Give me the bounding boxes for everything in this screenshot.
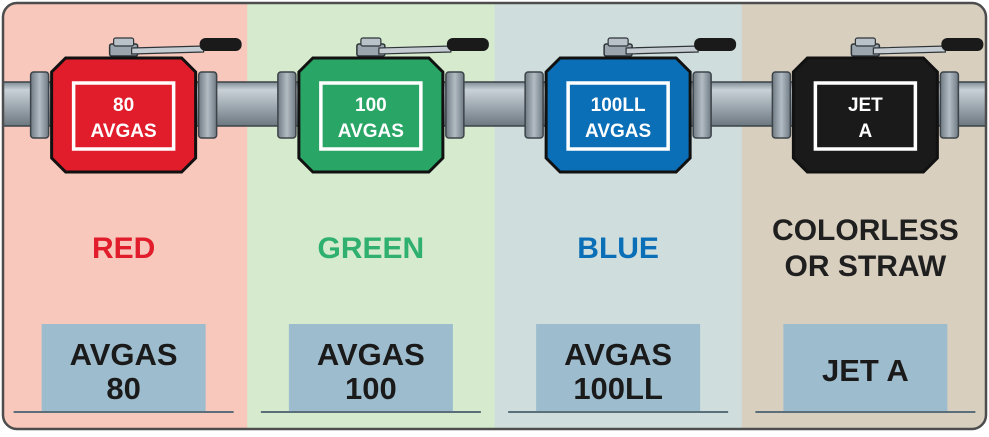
pipe-flange <box>29 71 50 139</box>
pipe-flange <box>692 71 712 139</box>
valve-handle-bar <box>131 45 205 55</box>
valve-label-plate <box>813 81 918 151</box>
pipe-flange <box>771 71 792 139</box>
valve-label-line2: A <box>859 121 873 142</box>
fuel-grade-label: JET A <box>822 353 909 388</box>
fuel-grade-label: 100LL <box>573 371 663 406</box>
valve-label-line1: JET <box>848 95 883 116</box>
pipe-flange <box>939 71 960 139</box>
fuel-color-name: RED <box>92 232 155 265</box>
valve-label-line1: 100 <box>355 95 387 116</box>
fuel-color-name: OR STRAW <box>785 250 947 283</box>
fuel-grade-box <box>536 324 701 412</box>
valve-handle-grip <box>446 38 489 51</box>
fuel-color-name: GREEN <box>318 232 425 265</box>
pipe-flange <box>197 71 218 139</box>
pipe-flange <box>524 71 544 139</box>
valve-nut <box>360 37 382 47</box>
valve-label-line1: 100LL <box>591 95 646 116</box>
valve-handle-grip <box>694 38 737 51</box>
valve-handle-bar <box>625 45 699 55</box>
valve-nut <box>607 37 629 47</box>
valve-handle-grip <box>199 38 242 51</box>
valve-label-plate <box>71 81 176 151</box>
valve-label-line2: AVGAS <box>91 121 157 142</box>
fuel-grade-label: AVGAS <box>70 337 178 372</box>
valve-handle-bar <box>872 45 946 55</box>
valve-nut <box>854 37 876 47</box>
fuel-grade-box <box>288 324 453 412</box>
pipe-flange <box>445 71 465 139</box>
valve-label-line2: AVGAS <box>338 121 404 142</box>
fuel-grade-box <box>41 324 206 412</box>
valve-label-line1: 80 <box>113 95 134 116</box>
valve-label-plate <box>566 81 670 151</box>
valve-handle-grip <box>941 38 984 51</box>
valve-handle-bar <box>378 45 452 55</box>
fuel-grade-label: 80 <box>106 371 140 406</box>
pipe-flange <box>277 71 297 139</box>
fuel-grade-label: AVGAS <box>564 337 672 372</box>
valve-label-line2: AVGAS <box>585 121 651 142</box>
valve-nut <box>113 37 135 47</box>
valve-label-plate <box>319 81 423 151</box>
fuel-color-name: COLORLESS <box>772 214 959 247</box>
fuel-grade-box <box>783 324 948 412</box>
fuel-grade-label: 100 <box>345 371 397 406</box>
fuel-color-name: BLUE <box>577 232 659 265</box>
fuel-grade-label: AVGAS <box>317 337 425 372</box>
